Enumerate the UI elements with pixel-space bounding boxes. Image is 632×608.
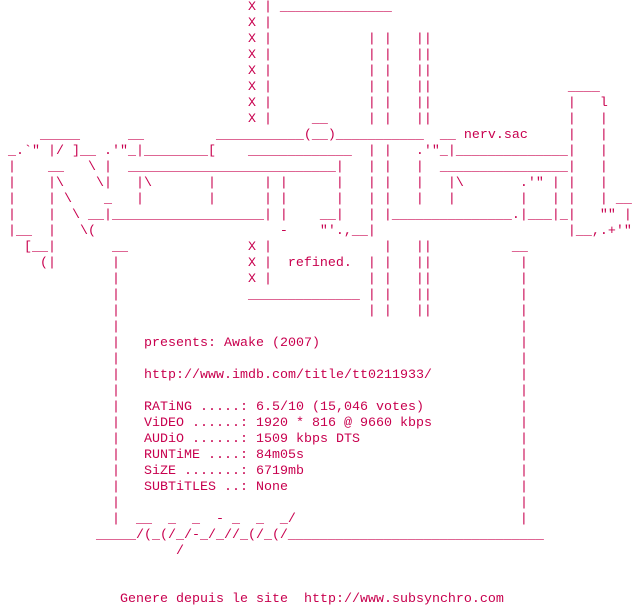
footer-gap	[288, 592, 304, 607]
ascii-art-line: X | | | || | l	[0, 96, 608, 111]
ascii-art-line: | | | || |	[0, 304, 528, 319]
info-box-blank-line	[0, 384, 632, 400]
release-info-list: RATiNG .....: 6.5/10 (15,046 votes)ViDEO…	[0, 400, 632, 496]
info-box-blank-line	[0, 320, 632, 336]
info-row-content: SUBTiTLES ..: None	[144, 480, 288, 496]
info-value: 6719mb	[255, 464, 304, 479]
presents-text: presents: Awake (2007)	[144, 336, 320, 351]
ascii-art-line: /	[0, 544, 184, 559]
blank-line	[0, 560, 632, 576]
info-label: ViDEO ......:	[144, 416, 248, 431]
ascii-art-line: | __ _ _ - _ _ _/ |	[0, 512, 528, 527]
info-label: AUDiO ......:	[144, 432, 248, 447]
presents-line: presents: Awake (2007)	[0, 336, 632, 352]
ascii-art-line: | X | | | || |	[0, 272, 528, 287]
info-box-blank-line	[0, 352, 632, 368]
ascii-art-line: _____/(_(/_/-_/_//_(/_(/________________…	[0, 528, 544, 543]
info-value: 6.5/10 (15,046 votes)	[255, 400, 424, 415]
ascii-art-line: | ______________ | | || |	[0, 288, 528, 303]
subsynchro-link[interactable]: http://www.subsynchro.com	[303, 592, 504, 607]
ascii-art-line: X | | | || ____	[0, 80, 600, 95]
info-value: 1920 * 816 @ 9660 kbps	[255, 416, 432, 431]
info-value: 84m05s	[255, 448, 304, 463]
info-row-content: SiZE .......: 6719mb	[144, 464, 304, 480]
info-row: RUNTiME ....: 84m05s	[0, 448, 632, 464]
ascii-art-line: X | __ | | || | |	[0, 112, 608, 127]
info-row: ViDEO ......: 1920 * 816 @ 9660 kbps	[0, 416, 632, 432]
imdb-line: http://www.imdb.com/title/tt0211933/	[0, 368, 632, 384]
info-row-content: AUDiO ......: 1509 kbps DTS	[144, 432, 360, 448]
footer-line: Genere depuis le site http://www.subsync…	[0, 592, 632, 608]
info-value: 1509 kbps DTS	[255, 432, 360, 447]
ascii-art-line: X | ______________	[0, 0, 392, 15]
ascii-art-footer: | __ _ _ - _ _ _/ | _____/(_(/_/-_/_//_(…	[0, 512, 632, 560]
ascii-art-line: _.`" |/ ]__ .'"_|________[ _____________…	[0, 144, 608, 159]
ascii-art-line: | |\ \| |\ | | | | | | | |\ .'" | | |	[0, 176, 608, 191]
info-label: SUBTiTLES ..:	[144, 480, 248, 495]
ascii-art-line: X | | | ||	[0, 32, 432, 47]
info-label: SiZE .......:	[144, 464, 248, 479]
ascii-art-header: X | ______________ X | X | | | || X | | …	[0, 0, 632, 319]
info-row-content: RATiNG .....: 6.5/10 (15,046 votes)	[144, 400, 424, 416]
info-row-content: ViDEO ......: 1920 * 816 @ 9660 kbps	[144, 416, 432, 432]
ascii-art-line: (| | X | refined. | | || |	[0, 256, 528, 271]
imdb-link[interactable]: http://www.imdb.com/title/tt0211933/	[144, 368, 432, 383]
footer-text: Genere depuis le site	[120, 592, 288, 607]
info-row: AUDiO ......: 1509 kbps DTS	[0, 432, 632, 448]
info-row: SiZE .......: 6719mb	[0, 464, 632, 480]
ascii-art-line: | | \ _ | | | | | | | | | | | | | __	[0, 192, 632, 207]
ascii-art-line: [__| __ X | | || __	[0, 240, 528, 255]
ascii-art-line: X |	[0, 16, 272, 31]
ascii-art-line: | __ \ | __________________________| | |…	[0, 160, 608, 175]
info-label: RATiNG .....:	[144, 400, 248, 415]
info-label: RUNTiME ....:	[144, 448, 248, 463]
ascii-art-line: X | | | ||	[0, 48, 432, 63]
info-row-content: RUNTiME ....: 84m05s	[144, 448, 304, 464]
info-row: RATiNG .....: 6.5/10 (15,046 votes)	[0, 400, 632, 416]
ascii-art-line: _____ __ ___________(__)___________ __ n…	[0, 128, 608, 143]
ascii-art-line: | | \ __|___________________| | __| | |_…	[0, 208, 632, 223]
ascii-art-line: |__ | \( - "'.,__| |__,.+'"	[0, 224, 632, 239]
blank-line	[0, 576, 632, 592]
info-box-blank-line	[0, 496, 632, 512]
info-value: None	[255, 480, 288, 495]
info-row: SUBTiTLES ..: None	[0, 480, 632, 496]
ascii-art-line: X | | | ||	[0, 64, 432, 79]
